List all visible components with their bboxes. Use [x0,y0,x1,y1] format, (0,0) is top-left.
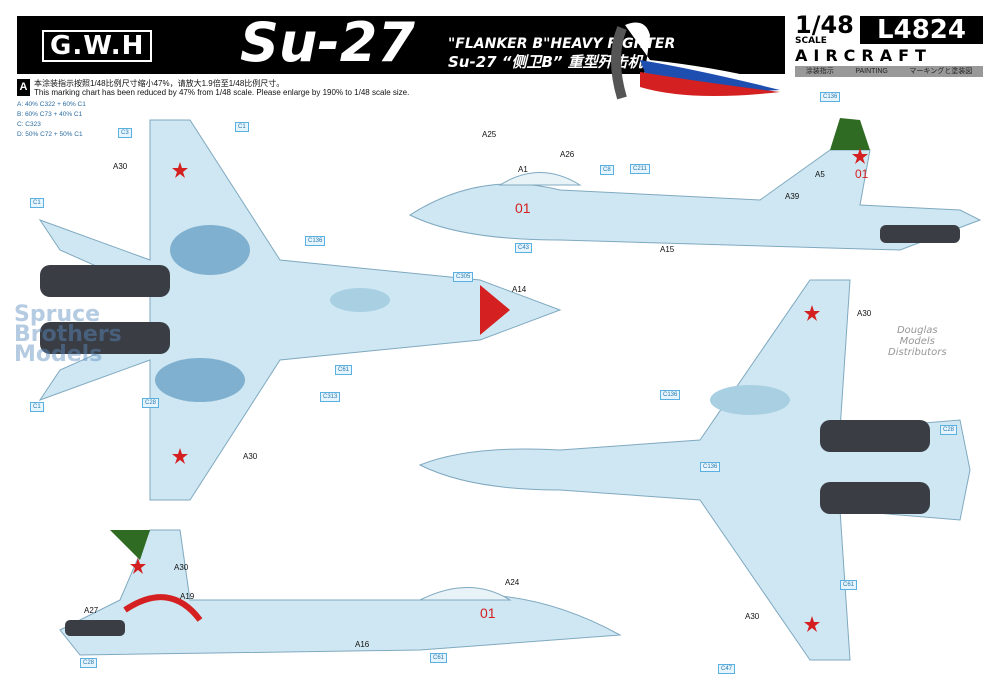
watermark-line: Distributors [888,347,947,358]
category-label: AIRCRAFT [795,46,932,65]
scale-word: SCALE [795,36,827,46]
color-callout: C313 [320,392,341,402]
decal-label: A19 [180,592,195,601]
decal-label: A16 [355,640,370,649]
decal-label: A5 [815,170,825,179]
color-callout: C47 [718,664,736,674]
watermark-left: Spruce Brothers Models [14,302,122,367]
color-callout: C136 [305,236,326,246]
decal-label: A30 [857,309,872,318]
note-cn: 本涂装指示按照1/48比例尺寸缩小47%，请放大1.9倍至1/48比例尺寸。 [34,79,285,88]
painting-label-jp: マーキングと塗装図 [909,68,973,75]
color-callout: C28 [940,425,958,435]
kit-code: L4824 [860,16,983,44]
decal-label: A27 [84,606,99,615]
color-callout: C43 [515,243,533,253]
note-en: This marking chart has been reduced by 4… [34,88,410,97]
decal-label: A30 [745,612,760,621]
color-callout: C61 [335,365,353,375]
legend-c: C: C323 [17,121,41,128]
color-callout: C8 [600,165,614,175]
side-view-aircraft-lower [59,529,622,656]
color-callout: C28 [142,398,160,408]
color-callout: C1 [30,198,44,208]
top-view-aircraft [38,119,562,501]
color-callout: C136 [700,462,721,472]
decal-label: A24 [505,578,520,587]
color-callout: C61 [840,580,858,590]
watermark-line: Models [14,342,103,367]
legend-b: B: 60% C73 + 40% C1 [17,111,83,118]
watermark-line: Spruce [14,302,101,327]
subtitle-cn: Su-27 “侧卫B” 重型歼击机 [448,53,643,71]
scale-label: 1/48 [795,11,854,39]
side-number: 01 [515,200,531,216]
side-number-lower: 01 [480,605,496,621]
painting-label-en: PAINTING [855,68,888,75]
color-callout: C61 [430,653,448,663]
page-title: Su-27 [240,11,415,74]
legend-a: A: 40% C322 + 60% C1 [17,101,86,108]
watermark-right: Douglas Models Distributors [888,325,947,358]
decal-label: A26 [560,150,575,159]
painting-label-cn: 涂装指示 [805,68,834,75]
bottom-view-aircraft [418,279,971,661]
red-star-icons [130,148,868,632]
brand-logo: G.W.H [42,30,153,62]
color-callout: C305 [453,272,474,282]
decal-label: A39 [785,192,800,201]
legend-d: D: 50% C72 + 50% C1 [17,131,83,138]
painting-bar: 涂装指示 PAINTING マーキングと塗装図 [795,66,983,77]
color-callout: C1 [30,402,44,412]
side-number-tail: 01 [855,167,869,181]
side-view-aircraft-upper [408,118,982,251]
color-callout: C136 [820,92,841,102]
color-callout: C211 [630,164,650,174]
watermark-line: Models [899,336,935,347]
decal-label: A25 [482,130,497,139]
decal-label: A15 [660,245,675,254]
note-marker: A [17,79,30,96]
decal-label: A30 [113,162,128,171]
color-callout: C28 [80,658,98,668]
decal-label: A14 [512,285,527,294]
watermark-line: Douglas [896,325,938,336]
color-callout: C1 [235,122,249,132]
watermark-line: Brothers [14,322,122,347]
scale-note: A 本涂装指示按照1/48比例尺寸缩小47%，请放大1.9倍至1/48比例尺寸。T… [17,79,409,97]
color-callout: C3 [118,128,132,138]
color-callout: C136 [660,390,681,400]
decal-label: A1 [518,165,528,174]
decal-label: A30 [243,452,258,461]
decal-label: A30 [174,563,189,572]
color-legend: A: 40% C322 + 60% C1 B: 60% C73 + 40% C1… [17,100,86,140]
